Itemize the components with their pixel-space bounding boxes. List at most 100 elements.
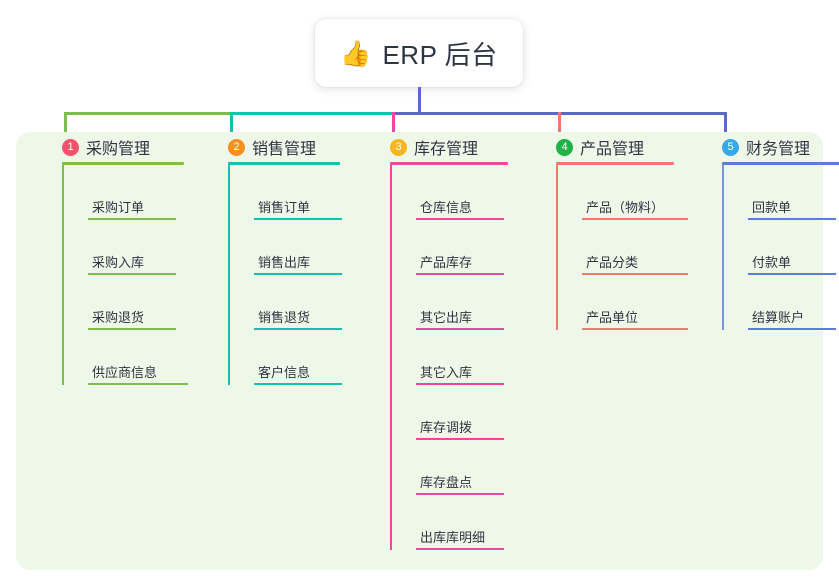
branch-item[interactable]: 库存盘点 bbox=[416, 440, 508, 495]
branch-spine bbox=[556, 165, 558, 330]
branch-item-underline bbox=[582, 328, 688, 330]
branch-header-5[interactable]: 5 财务管理 bbox=[700, 132, 839, 162]
branch-item[interactable]: 产品（物料） bbox=[582, 165, 688, 220]
thumbs-up-icon: 👍 bbox=[340, 38, 372, 68]
branch-item-label: 供应商信息 bbox=[92, 365, 158, 380]
branch-item[interactable]: 其它出库 bbox=[416, 275, 508, 330]
branch-column-4: 4 产品管理产品（物料） 产品分类产品单位 bbox=[534, 132, 688, 330]
branch-item[interactable]: 结算账户 bbox=[748, 275, 839, 330]
branch-items: 仓库信息产品库存其它出库其它入库库存调拨库存盘点出库库明细 bbox=[390, 165, 508, 550]
branch-underline bbox=[62, 162, 184, 165]
branch-item[interactable]: 其它入库 bbox=[416, 330, 508, 385]
branch-item-label: 产品单位 bbox=[586, 310, 639, 325]
branch-item[interactable]: 销售退货 bbox=[254, 275, 342, 330]
branch-item-label: 采购入库 bbox=[92, 255, 145, 270]
branch-item-underline bbox=[254, 218, 342, 220]
branch-item[interactable]: 采购退货 bbox=[88, 275, 184, 330]
branch-item-underline bbox=[254, 383, 342, 385]
branch-underline bbox=[722, 162, 839, 165]
branch-title: 财务管理 bbox=[746, 141, 811, 158]
branch-item[interactable]: 回款单 bbox=[748, 165, 839, 220]
branch-spine bbox=[722, 165, 724, 330]
branch-item-underline bbox=[254, 273, 342, 275]
branch-item[interactable]: 出库库明细 bbox=[416, 495, 508, 550]
branch-item-underline bbox=[416, 328, 504, 330]
branch-header-3[interactable]: 3 库存管理 bbox=[368, 132, 508, 162]
branch-item-label: 产品（物料） bbox=[586, 200, 665, 215]
root-title: ERP 后台 bbox=[382, 39, 498, 70]
branch-item-label: 其它出库 bbox=[420, 310, 473, 325]
branch-items: 产品（物料） 产品分类产品单位 bbox=[556, 165, 688, 330]
bus-segment-2 bbox=[230, 112, 392, 115]
branch-number-badge: 1 bbox=[62, 138, 79, 156]
branch-item[interactable]: 产品单位 bbox=[582, 275, 688, 330]
branch-items: 回款单付款单结算账户 bbox=[722, 165, 839, 330]
branch-item-label: 采购订单 bbox=[92, 200, 145, 215]
branch-item-label: 付款单 bbox=[752, 255, 792, 270]
branch-item-underline bbox=[748, 328, 836, 330]
branch-item[interactable]: 销售订单 bbox=[254, 165, 342, 220]
branch-item[interactable]: 库存调拨 bbox=[416, 385, 508, 440]
branch-item-underline bbox=[416, 493, 504, 495]
branch-item[interactable]: 供应商信息 bbox=[88, 330, 188, 385]
branch-drop-2 bbox=[230, 112, 233, 144]
branch-item-label: 其它入库 bbox=[420, 365, 473, 380]
branch-item-underline bbox=[416, 218, 504, 220]
branch-item-underline bbox=[254, 328, 342, 330]
branch-header-1[interactable]: 1 采购管理 bbox=[40, 132, 184, 162]
branch-header-4[interactable]: 4 产品管理 bbox=[534, 132, 674, 162]
root-node[interactable]: 👍 ERP 后台 bbox=[315, 19, 523, 87]
branch-item-label: 结算账户 bbox=[752, 310, 805, 325]
branch-item-underline bbox=[748, 273, 836, 275]
bus-segment-1 bbox=[64, 112, 230, 115]
branch-item-label: 采购退货 bbox=[92, 310, 145, 325]
branch-item[interactable]: 采购入库 bbox=[88, 220, 184, 275]
branch-underline bbox=[390, 162, 508, 165]
branch-column-5: 5 财务管理回款单付款单结算账户 bbox=[700, 132, 839, 330]
branch-item[interactable]: 付款单 bbox=[748, 220, 839, 275]
branch-item-underline bbox=[582, 218, 688, 220]
branch-item-underline bbox=[88, 328, 176, 330]
branch-item[interactable]: 销售出库 bbox=[254, 220, 342, 275]
branch-item-underline bbox=[416, 383, 504, 385]
branch-title: 销售管理 bbox=[252, 141, 317, 158]
branch-item[interactable]: 客户信息 bbox=[254, 330, 342, 385]
branch-spine bbox=[228, 165, 230, 385]
branch-item-label: 客户信息 bbox=[258, 365, 311, 380]
branch-item[interactable]: 产品分类 bbox=[582, 220, 688, 275]
branch-spine bbox=[62, 165, 64, 385]
branch-item-underline bbox=[748, 218, 836, 220]
branch-underline bbox=[228, 162, 340, 165]
branch-title: 采购管理 bbox=[86, 141, 151, 158]
branch-number-badge: 3 bbox=[390, 138, 407, 156]
branch-title: 库存管理 bbox=[414, 141, 479, 158]
branch-drop-1 bbox=[64, 112, 67, 144]
branch-underline bbox=[556, 162, 674, 165]
branch-item-label: 产品分类 bbox=[586, 255, 639, 270]
branch-item[interactable]: 产品库存 bbox=[416, 220, 508, 275]
branch-item-label: 库存调拨 bbox=[420, 420, 473, 435]
branch-items: 采购订单采购入库采购退货供应商信息 bbox=[62, 165, 188, 385]
branch-item[interactable]: 采购订单 bbox=[88, 165, 184, 220]
branch-item-label: 出库库明细 bbox=[420, 530, 486, 545]
branch-column-3: 3 库存管理仓库信息产品库存其它出库其它入库库存调拨库存盘点出库库明细 bbox=[368, 132, 508, 550]
branch-number-badge: 4 bbox=[556, 138, 573, 156]
branch-drop-4 bbox=[558, 112, 561, 144]
branch-item-label: 销售订单 bbox=[258, 200, 311, 215]
branch-item-label: 销售退货 bbox=[258, 310, 311, 325]
branch-title: 产品管理 bbox=[580, 141, 645, 158]
branch-item-label: 库存盘点 bbox=[420, 475, 473, 490]
branch-item-underline bbox=[416, 548, 504, 550]
branch-item-label: 仓库信息 bbox=[420, 200, 473, 215]
branch-number-badge: 5 bbox=[722, 138, 739, 156]
branch-item-label: 回款单 bbox=[752, 200, 792, 215]
branch-column-1: 1 采购管理采购订单采购入库采购退货供应商信息 bbox=[40, 132, 188, 385]
branch-item-underline bbox=[88, 218, 176, 220]
branch-item[interactable]: 仓库信息 bbox=[416, 165, 508, 220]
branch-item-underline bbox=[416, 438, 504, 440]
branch-spine bbox=[390, 165, 392, 550]
